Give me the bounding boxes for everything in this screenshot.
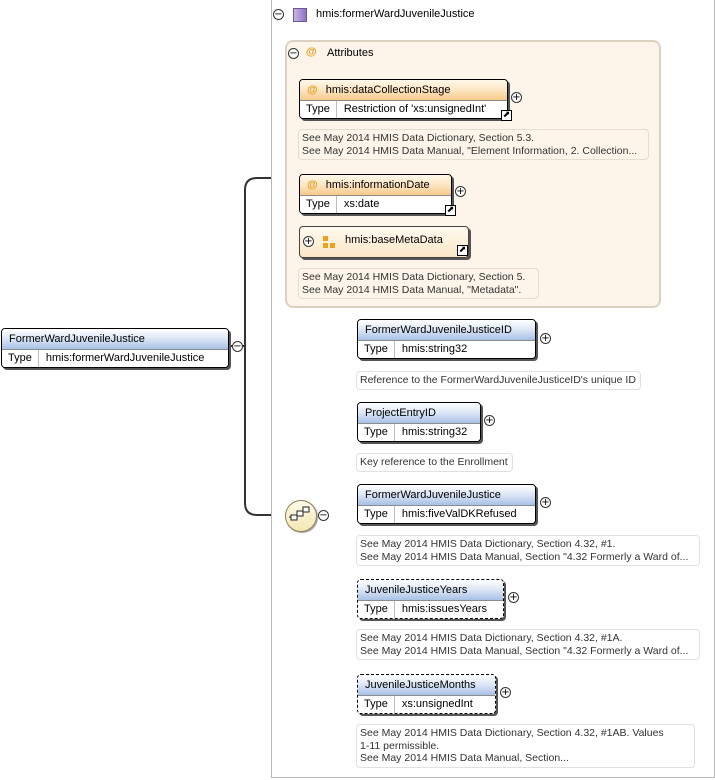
root-element-FormerWardJuvenileJustice[interactable]: FormerWardJuvenileJustice Type hmis:forme…: [1, 328, 229, 368]
type-label: Type: [358, 601, 395, 618]
type-label: Type: [358, 341, 395, 358]
attribute-group-baseMetaData[interactable]: + hmis:baseMetaData: [299, 226, 469, 258]
attribute-name: hmis:informationDate: [325, 179, 430, 191]
reference-link-icon[interactable]: ⬈: [445, 205, 456, 216]
type-label: Type: [358, 424, 395, 441]
sequence-compositor-icon[interactable]: [285, 500, 317, 532]
expand-icon[interactable]: +: [484, 415, 495, 426]
type-value: hmis:formerWardJuvenileJustice: [45, 352, 205, 364]
type-value: hmis:issuesYears: [401, 603, 488, 615]
type-label: Type: [300, 101, 337, 118]
element-JuvenileJusticeYears[interactable]: JuvenileJusticeYears Type hmis:issuesYear…: [357, 579, 504, 619]
type-label: Type: [2, 350, 39, 367]
collapse-icon[interactable]: −: [232, 341, 243, 352]
expand-icon[interactable]: +: [455, 186, 466, 197]
type-value: hmis:string32: [401, 426, 468, 438]
attribute-at-icon: @: [307, 179, 318, 191]
attribute-name: hmis:dataCollectionStage: [325, 84, 451, 96]
element-name: JuvenileJusticeMonths: [358, 675, 495, 696]
element-name: FormerWardJuvenileJustice: [358, 485, 535, 506]
element-FormerWardJuvenileJusticeID[interactable]: FormerWardJuvenileJusticeID Type hmis:str…: [357, 319, 536, 359]
complex-type-icon: [293, 8, 307, 22]
attribute-dataCollectionStage[interactable]: @ hmis:dataCollectionStage Type Restrictio…: [299, 79, 508, 119]
attribute-informationDate[interactable]: @ hmis:informationDate Type xs:date: [299, 174, 452, 214]
annotation-note: See May 2014 HMIS Data Dictionary, Secti…: [356, 535, 700, 566]
element-JuvenileJusticeMonths[interactable]: JuvenileJusticeMonths Type xs:unsignedInt: [357, 674, 496, 714]
expand-icon[interactable]: +: [540, 333, 551, 344]
collapse-icon[interactable]: −: [273, 9, 284, 20]
element-name: JuvenileJusticeYears: [358, 580, 503, 601]
reference-link-icon[interactable]: ⬈: [457, 245, 468, 256]
complex-type-name: hmis:formerWardJuvenileJustice: [316, 8, 475, 20]
element-FormerWardJuvenileJustice[interactable]: FormerWardJuvenileJustice Type hmis:fiveV…: [357, 484, 536, 524]
element-name: ProjectEntryID: [358, 403, 480, 424]
reference-link-icon[interactable]: ⬈: [501, 110, 512, 121]
annotation-note: Reference to the FormerWardJuvenileJusti…: [356, 371, 641, 390]
attributes-title: Attributes: [327, 47, 374, 59]
type-value: Restriction of 'xs:unsignedInt': [343, 103, 487, 115]
annotation-note: See May 2014 HMIS Data Dictionary, Secti…: [298, 268, 539, 299]
collapse-icon[interactable]: −: [318, 510, 329, 521]
attribute-group-name: hmis:baseMetaData: [345, 234, 443, 246]
expand-icon[interactable]: +: [500, 687, 511, 698]
attribute-group-icon: [322, 235, 336, 249]
attribute-at-icon: @: [307, 84, 318, 96]
expand-icon[interactable]: +: [511, 92, 522, 103]
type-value: xs:unsignedInt: [401, 698, 473, 710]
type-label: Type: [358, 696, 395, 713]
element-name: FormerWardJuvenileJusticeID: [358, 320, 535, 341]
attribute-at-icon: @: [306, 46, 317, 58]
annotation-note: See May 2014 HMIS Data Dictionary, Secti…: [298, 129, 649, 160]
annotation-note: See May 2014 HMIS Data Dictionary, Secti…: [356, 629, 700, 660]
type-label: Type: [300, 196, 337, 213]
type-value: hmis:fiveValDKRefused: [401, 508, 517, 520]
annotation-note: See May 2014 HMIS Data Dictionary, Secti…: [356, 724, 695, 768]
type-value: hmis:string32: [401, 343, 468, 355]
element-name: FormerWardJuvenileJustice: [2, 329, 228, 350]
collapse-icon[interactable]: −: [288, 48, 299, 59]
annotation-note: Key reference to the Enrollment: [356, 453, 513, 472]
type-label: Type: [358, 506, 395, 523]
sequence-glyph: [289, 506, 310, 521]
element-ProjectEntryID[interactable]: ProjectEntryID Type hmis:string32: [357, 402, 481, 442]
expand-icon[interactable]: +: [303, 236, 314, 247]
type-value: xs:date: [343, 198, 380, 210]
expand-icon[interactable]: +: [508, 592, 519, 603]
expand-icon[interactable]: +: [540, 497, 551, 508]
